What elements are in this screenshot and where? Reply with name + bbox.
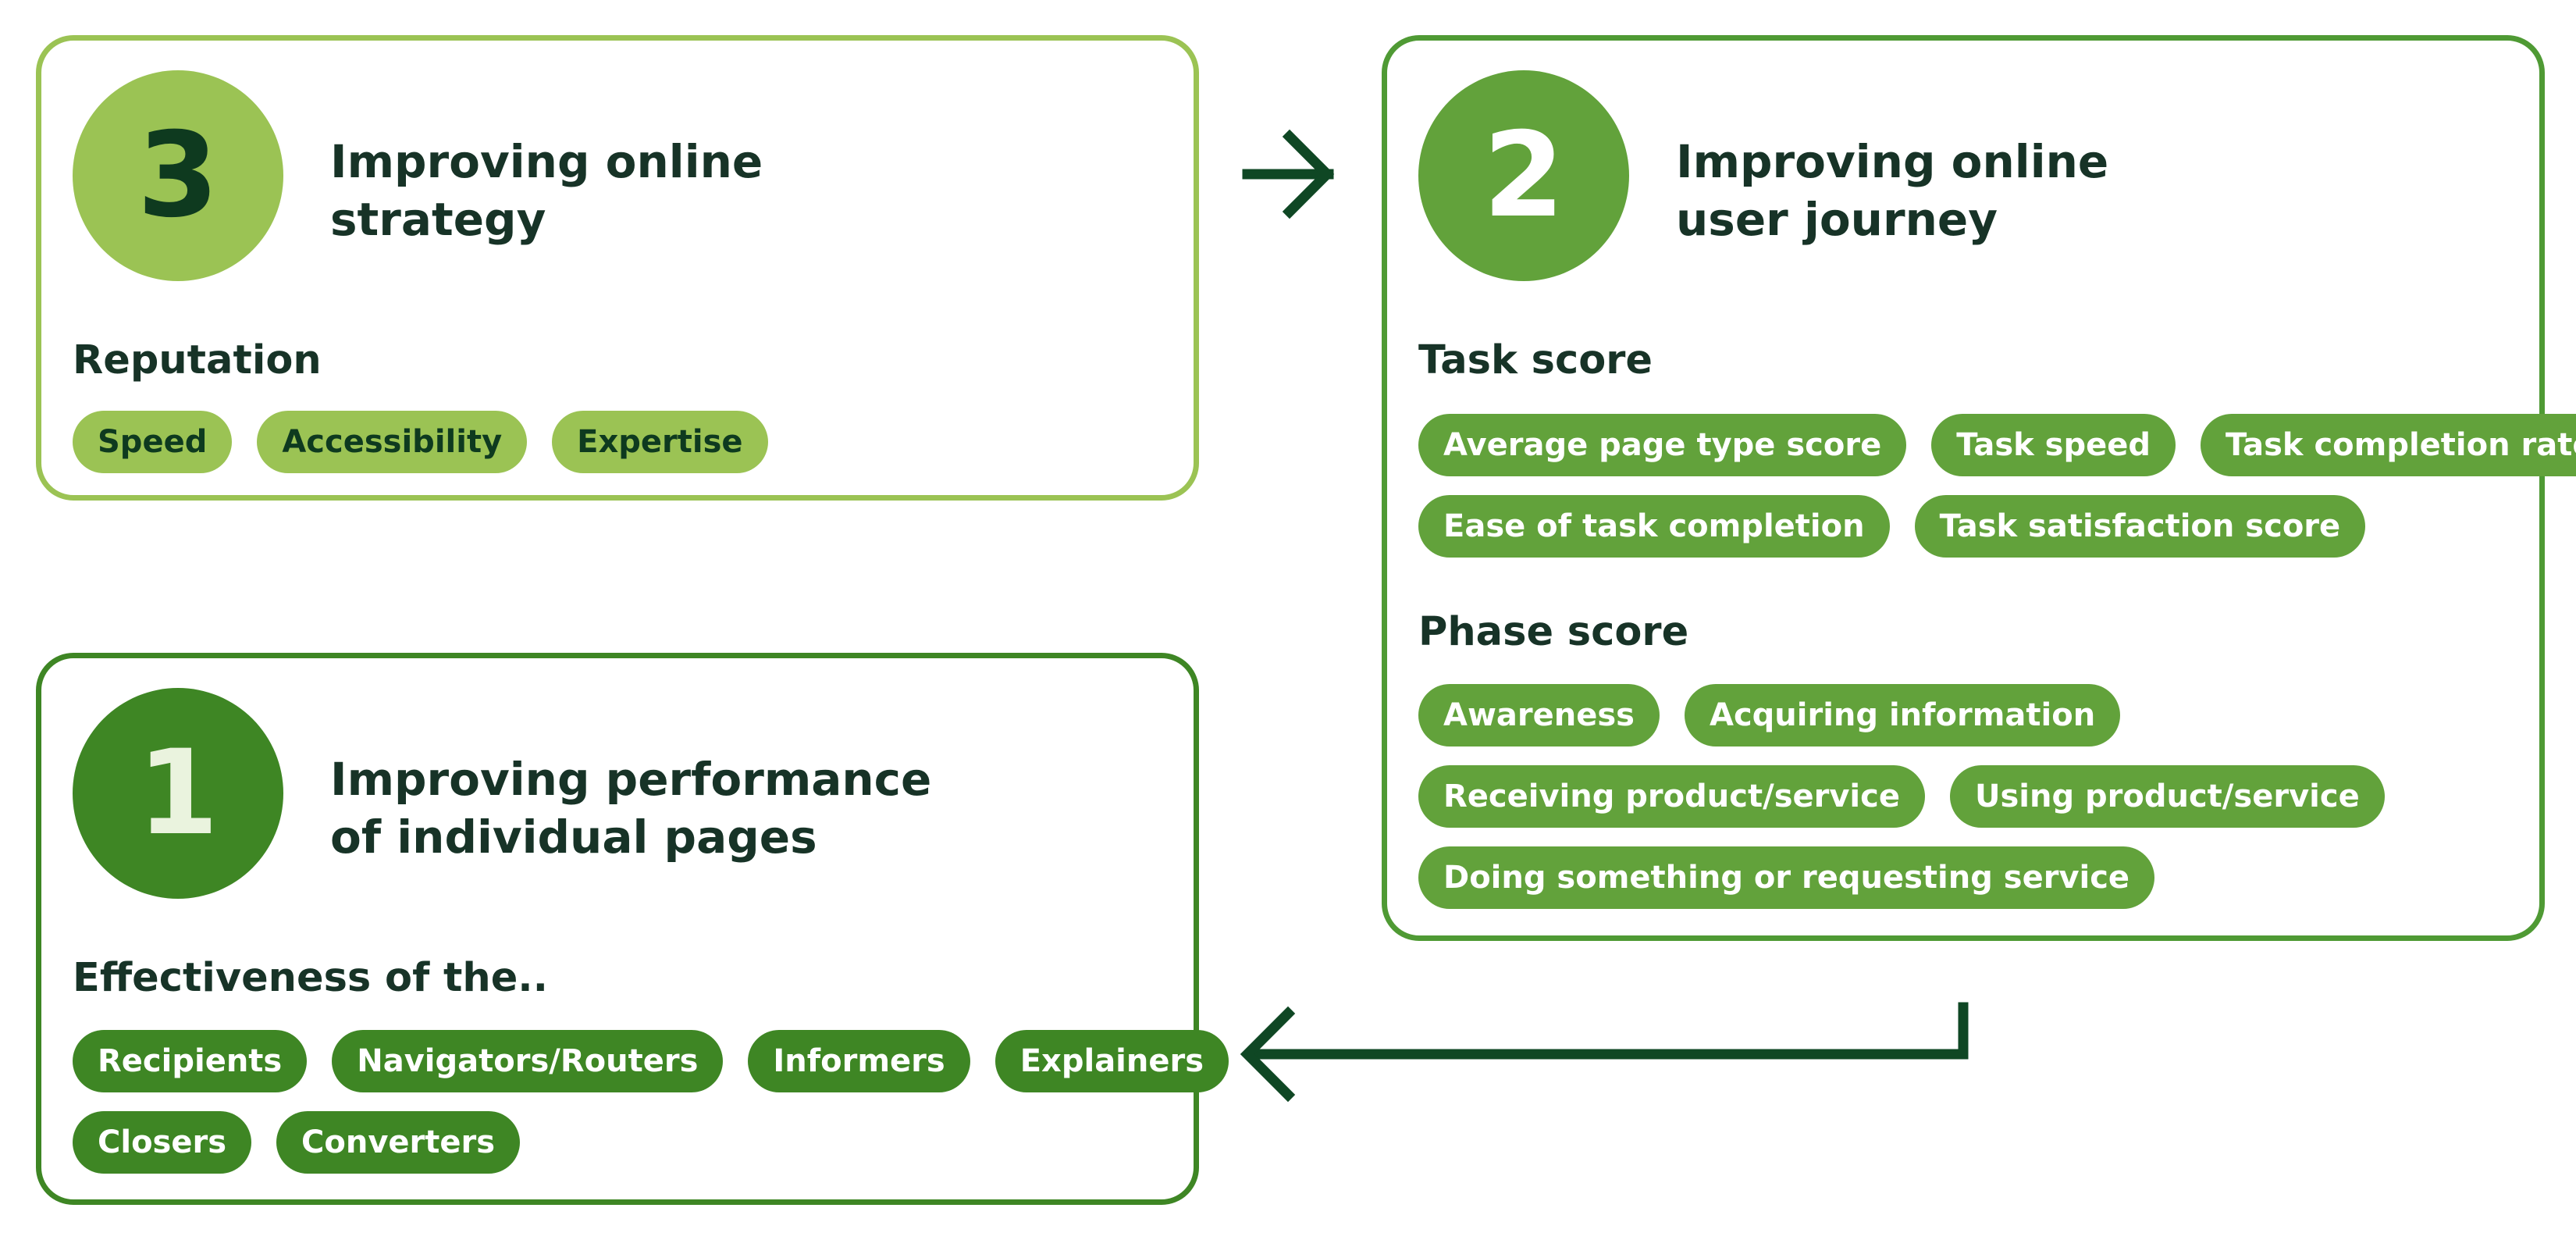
pill-doing-something-or-requesting-service: Doing something or requesting service (1418, 846, 2155, 909)
pill-navigators-routers: Navigators/Routers (332, 1030, 724, 1092)
effectiveness-pills-row-2: Closers Converters (73, 1111, 521, 1174)
level-1-number-circle: 1 (73, 688, 283, 899)
pill-speed: Speed (73, 411, 233, 473)
level-3-number-circle: 3 (73, 70, 283, 281)
pill-task-completion-rate: Task completion rate (2201, 414, 2576, 476)
pill-converters: Converters (276, 1111, 521, 1174)
card-level-2: 2 Improving online user journey Task sco… (1382, 35, 2576, 941)
pill-accessibility: Accessibility (257, 411, 528, 473)
pill-acquiring-information: Acquiring information (1684, 684, 2121, 746)
level-2-title-line-1: Improving online (1676, 135, 2109, 188)
pill-recipients: Recipients (73, 1030, 308, 1092)
pill-closers: Closers (73, 1111, 252, 1174)
card-level-3: 3 Improving online strategy Reputation S… (36, 35, 1199, 501)
pill-using-product-service: Using product/service (1949, 765, 2385, 828)
task-score-label: Task score (1418, 337, 1653, 383)
left-arrow-icon (1240, 1002, 1969, 1103)
phase-pills-row-3: Doing something or requesting service (1418, 846, 2155, 909)
effectiveness-label: Effectiveness of the.. (73, 955, 549, 1001)
pill-average-page-type-score: Average page type score (1418, 414, 1907, 476)
level-2-title-line-2: user journey (1676, 193, 1998, 246)
task-pills-row-2: Ease of task completion Task satisfactio… (1418, 495, 2366, 558)
card-level-1: 1 Improving performance of individual pa… (36, 653, 1229, 1205)
level-3-title-line-1: Improving online (330, 135, 763, 188)
level-1-title: Improving performance of individual page… (330, 750, 1033, 866)
pill-expertise: Expertise (552, 411, 768, 473)
reputation-pills: Speed Accessibility Expertise (73, 411, 768, 473)
level-2-number-circle: 2 (1418, 70, 1629, 281)
effectiveness-pills-row-1: Recipients Navigators/Routers Informers … (73, 1030, 1229, 1092)
pill-explainers: Explainers (994, 1030, 1229, 1092)
phase-pills-row-2: Receiving product/service Using product/… (1418, 765, 2385, 828)
pill-receiving-product-service: Receiving product/service (1418, 765, 1925, 828)
phase-pills-row-1: Awareness Acquiring information (1418, 684, 2121, 746)
right-arrow-icon (1242, 129, 1335, 219)
reputation-label: Reputation (73, 337, 322, 383)
level-3-title: Improving online strategy (330, 133, 1033, 248)
pill-task-satisfaction-score: Task satisfaction score (1914, 495, 2366, 558)
level-1-title-line-2: of individual pages (330, 811, 817, 864)
level-3-title-line-2: strategy (330, 193, 546, 246)
pill-informers: Informers (748, 1030, 970, 1092)
level-1-title-line-1: Improving performance (330, 753, 932, 806)
level-2-title: Improving online user journey (1676, 133, 2379, 248)
pill-awareness: Awareness (1418, 684, 1660, 746)
pill-ease-of-task-completion: Ease of task completion (1418, 495, 1890, 558)
phase-score-label: Phase score (1418, 609, 1689, 655)
task-pills-row-1: Average page type score Task speed Task … (1418, 414, 2576, 476)
pill-task-speed: Task speed (1931, 414, 2176, 476)
